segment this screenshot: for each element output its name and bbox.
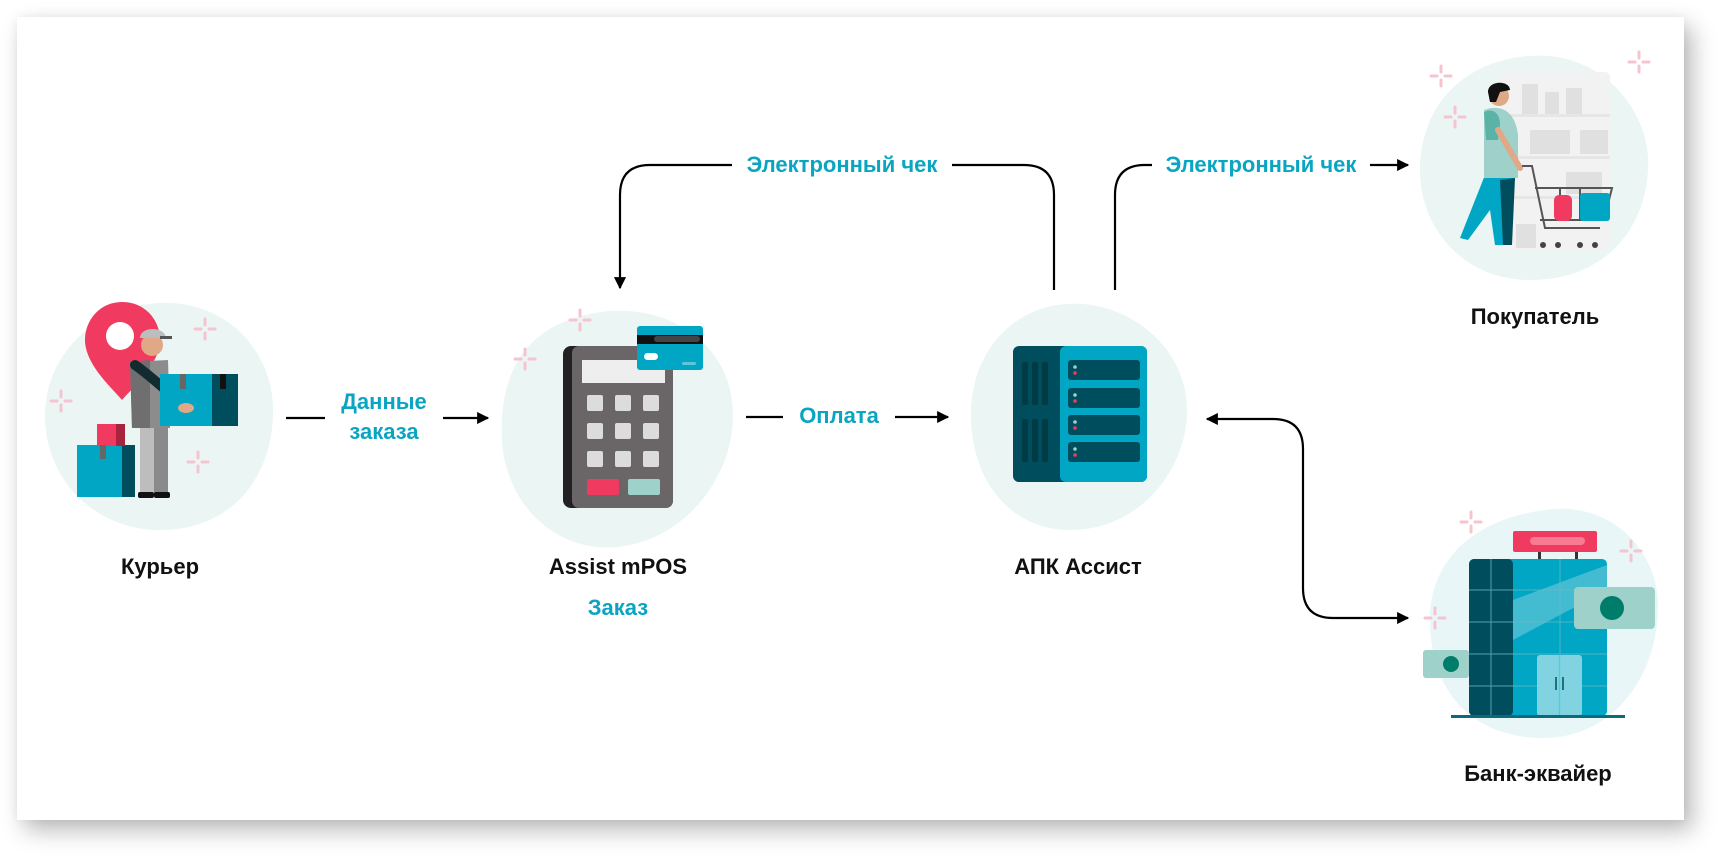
sparkle-icon <box>1627 50 1651 74</box>
node-label-courier: Курьер <box>120 554 200 579</box>
server-rack-icon <box>1013 346 1147 482</box>
edge-label-line: Данные <box>341 389 427 414</box>
node-mpos <box>501 308 733 548</box>
courier-with-boxes-icon <box>77 302 238 498</box>
edge-arrow <box>613 163 732 290</box>
node-label-buyer: Покупатель <box>1470 304 1600 329</box>
edge-apk-to-buyer-receipt <box>1113 158 1410 290</box>
shopper-with-cart-icon <box>1460 72 1614 250</box>
bank-building-icon <box>1451 531 1625 718</box>
node-courier <box>44 302 274 530</box>
edge-apk-bank-bidirectional <box>1205 412 1410 625</box>
edge-label-receipt-to-buyer: Электронный чек <box>1165 152 1357 177</box>
edge-arrow <box>1205 412 1410 625</box>
edge-apk-to-mpos-receipt <box>613 163 1056 290</box>
edge-label-order-data: Данные заказа <box>341 387 427 447</box>
banknote-icon <box>1423 650 1469 678</box>
node-apk <box>970 303 1188 530</box>
node-sublabel-mpos: Заказ <box>587 595 649 620</box>
edge-label-line: заказа <box>349 419 419 444</box>
node-label-mpos: Assist mPOS <box>548 554 688 579</box>
banknote-icon <box>1574 587 1655 629</box>
node-buyer <box>1420 50 1651 280</box>
node-bank <box>1423 508 1659 739</box>
edge-label-payment: Оплата <box>799 403 879 428</box>
node-label-bank: Банк-эквайер <box>1464 761 1612 786</box>
edge-line <box>952 163 1056 290</box>
edge-line <box>1113 163 1152 290</box>
sparkle-icon <box>1429 64 1453 88</box>
sparkle-icon <box>1459 510 1483 534</box>
credit-card-icon <box>637 326 703 370</box>
server-units <box>1068 360 1140 462</box>
edge-label-receipt-to-mpos: Электронный чек <box>746 152 938 177</box>
node-label-apk: АПК Ассист <box>1014 554 1142 579</box>
pos-terminal-icon <box>563 346 673 508</box>
